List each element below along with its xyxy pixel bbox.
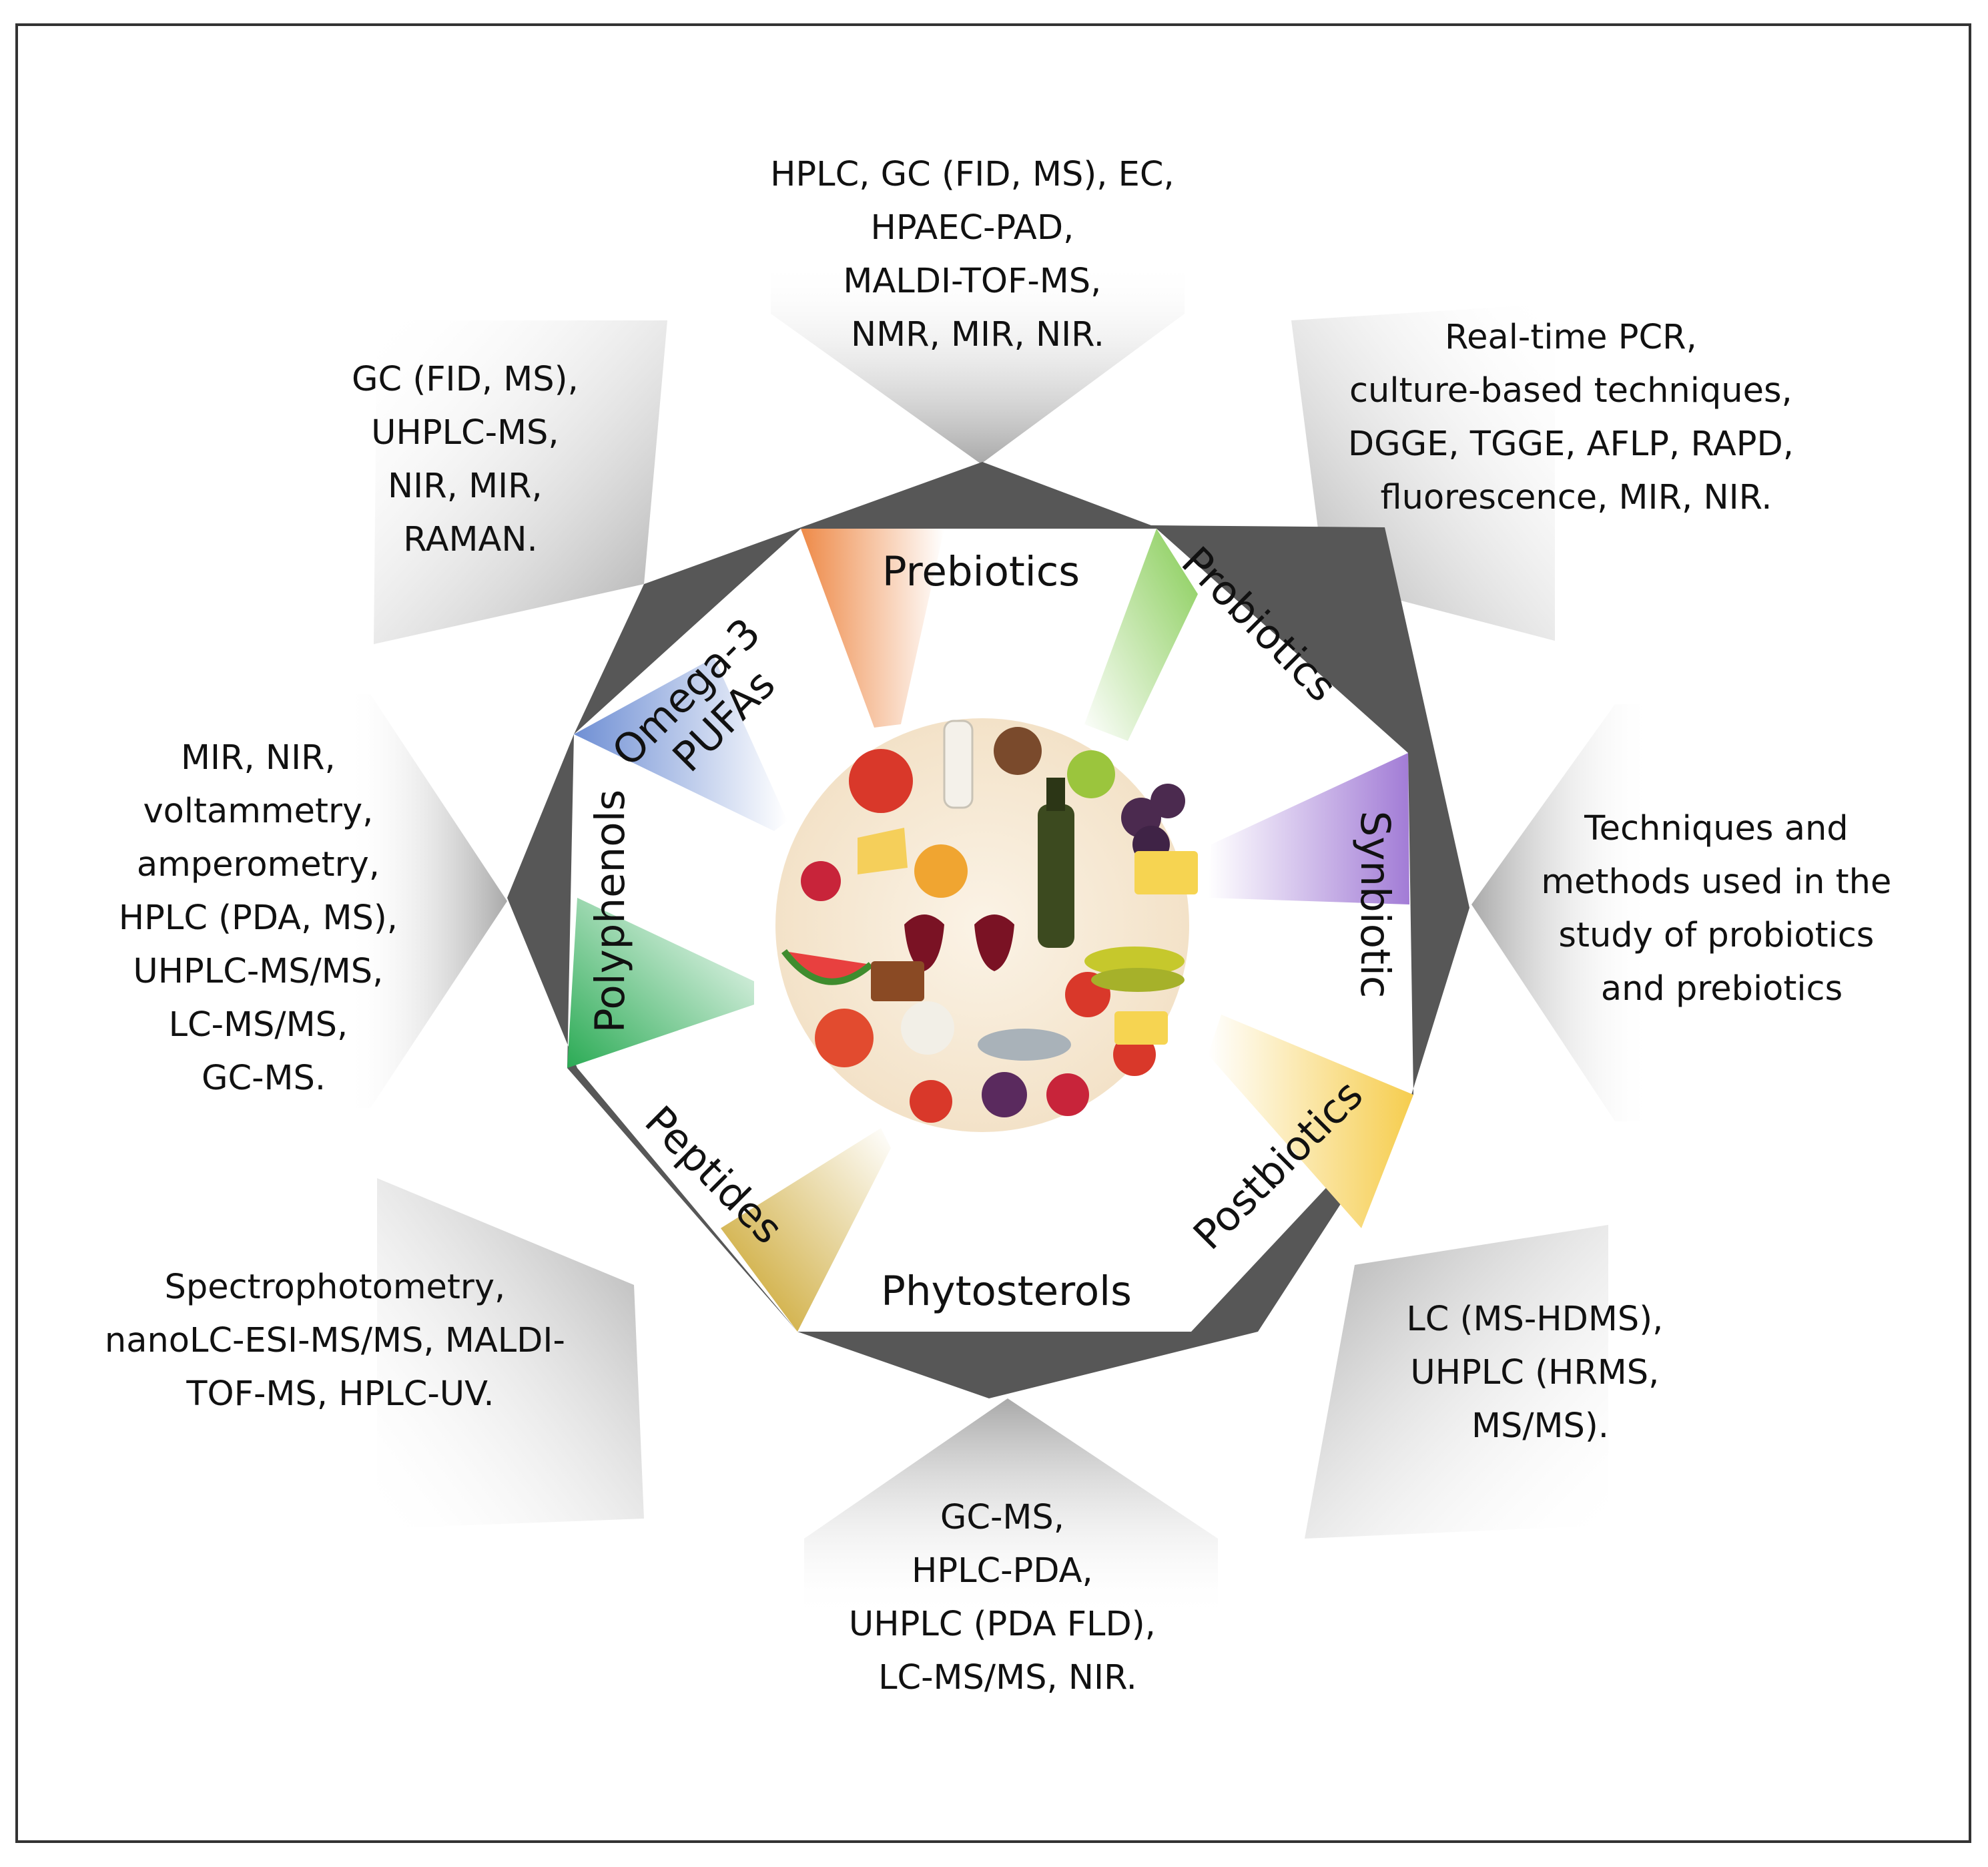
category-wedge-peptides xyxy=(721,1128,891,1332)
methods-postbiotics: LC (MS-HDMS), UHPLC (HRMS, MS/MS). xyxy=(1406,1300,1674,1446)
wedge-bottom xyxy=(804,1398,1218,1619)
figure-frame xyxy=(15,23,1971,1843)
category-wedge-omega xyxy=(574,657,787,831)
wedge-bottom-right xyxy=(1305,1225,1608,1539)
category-wedge-postbiotics xyxy=(1208,1015,1413,1228)
wedge-right xyxy=(1471,704,1652,1121)
category-wedge-probiotics xyxy=(1084,529,1198,741)
methods-prebiotics: HPLC, GC (FID, MS), EC, HPAEC-PAD, MALDI… xyxy=(770,155,1185,354)
wedge-left xyxy=(347,694,507,1108)
wedge-top xyxy=(771,260,1185,464)
category-label-phytosterols: Phytosterols xyxy=(881,1268,1132,1315)
methods-phytosterols: GC-MS, HPLC-PDA, UHPLC (PDA FLD), LC-MS/… xyxy=(849,1498,1167,1697)
category-label-prebiotics: Prebiotics xyxy=(882,548,1080,595)
octagon-ring xyxy=(507,462,1469,1398)
category-wedge-prebiotics xyxy=(801,529,944,728)
methods-omega: GC (FID, MS), UHPLC-MS, NIR, MIR, RAMAN. xyxy=(352,360,589,559)
category-label-polyphenols: Polyphenols xyxy=(587,790,634,1033)
wedge-top-left xyxy=(374,320,667,644)
methods-polyphenols: MIR, NIR, voltammetry, amperometry, HPLC… xyxy=(119,738,408,1098)
center-caption: Techniques and methods used in the study… xyxy=(1541,809,1902,1009)
food-illustration-icon xyxy=(775,718,1198,1132)
methods-probiotics: Real-time PCR, culture-based techniques,… xyxy=(1348,318,1804,517)
category-label-synbiotic: Synbiotic xyxy=(1351,811,1399,999)
methods-peptides: Spectrophotometry, nanoLC-ESI-MS/MS, MAL… xyxy=(105,1268,576,1414)
category-label-peptides: Peptides xyxy=(636,1097,792,1254)
category-wedge-polyphenols xyxy=(567,898,754,1068)
category-wedge-synbiotic xyxy=(1208,753,1409,904)
wedge-bottom-left xyxy=(377,1178,644,1529)
